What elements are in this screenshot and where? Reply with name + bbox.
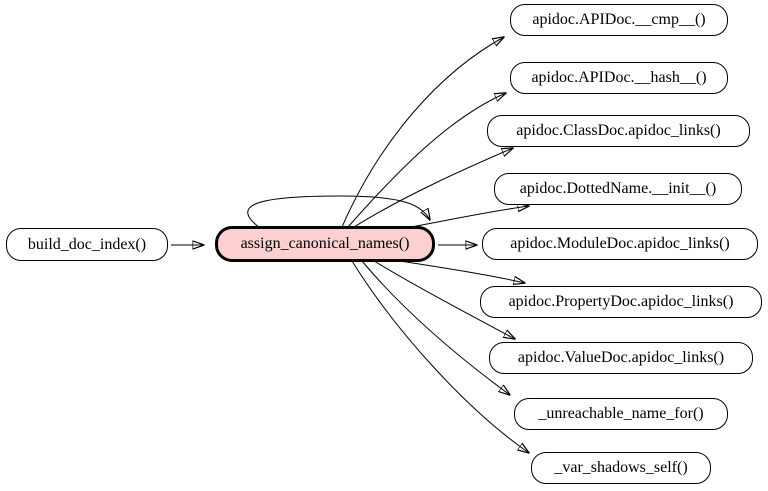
node-var-shadows-self[interactable]: _var_shadows_self() — [531, 452, 711, 484]
node-label: apidoc.ValueDoc.apidoc_links() — [517, 349, 725, 366]
node-assign-canonical-names[interactable]: assign_canonical_names() — [215, 226, 435, 262]
node-build-doc-index[interactable]: build_doc_index() — [6, 228, 168, 261]
edge-center-to-cmp — [341, 37, 504, 228]
node-label: _var_shadows_self() — [554, 459, 688, 476]
node-label: build_doc_index() — [27, 235, 147, 253]
node-dottedname-init[interactable]: apidoc.DottedName.__init__() — [494, 173, 742, 205]
node-unreachable-name-for[interactable]: _unreachable_name_for() — [514, 398, 728, 430]
edge-center-to-classdoc — [353, 148, 513, 228]
node-classdoc-apidoc-links[interactable]: apidoc.ClassDoc.apidoc_links() — [487, 115, 750, 147]
node-label: apidoc.ClassDoc.apidoc_links() — [516, 122, 721, 139]
node-label: apidoc.PropertyDoc.apidoc_links() — [508, 293, 734, 310]
edge-center-to-propertydoc — [399, 260, 525, 283]
edge-center-to-hash — [347, 93, 506, 228]
node-moduledoc-apidoc-links[interactable]: apidoc.ModuleDoc.apidoc_links() — [482, 228, 758, 260]
node-label: assign_canonical_names() — [240, 235, 410, 252]
node-valuedoc-apidoc-links[interactable]: apidoc.ValueDoc.apidoc_links() — [489, 342, 753, 374]
node-label: apidoc.DottedName.__init__() — [519, 180, 717, 197]
node-apidoc-apidoc-cmp[interactable]: apidoc.APIDoc.__cmp__() — [510, 4, 728, 36]
edge-center-to-varshadows — [351, 260, 529, 453]
edge-center-to-valuedoc — [373, 260, 515, 339]
node-apidoc-apidoc-hash[interactable]: apidoc.APIDoc.__hash__() — [510, 62, 728, 94]
node-label: apidoc.ModuleDoc.apidoc_links() — [510, 235, 730, 252]
node-label: _unreachable_name_for() — [538, 405, 704, 422]
edge-center-to-unreachable — [361, 260, 510, 395]
node-label: apidoc.APIDoc.__cmp__() — [532, 11, 706, 28]
node-propertydoc-apidoc-links[interactable]: apidoc.PropertyDoc.apidoc_links() — [480, 286, 762, 318]
edge-self-loop — [247, 195, 430, 229]
node-label: apidoc.APIDoc.__hash__() — [531, 69, 707, 86]
